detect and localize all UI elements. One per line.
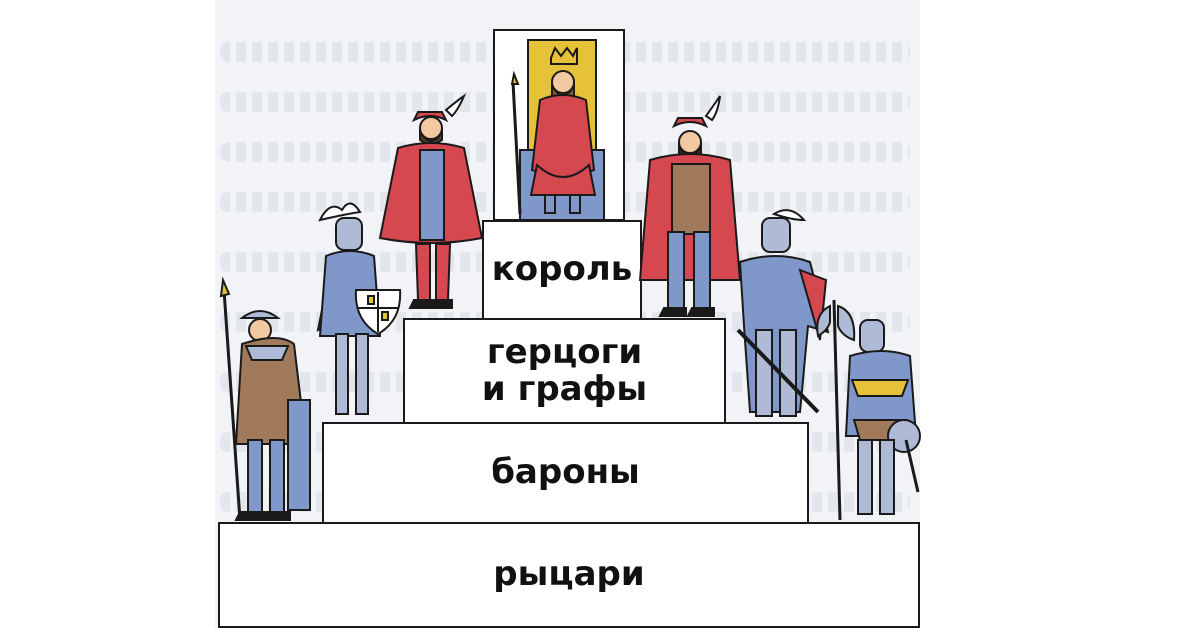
knight-axeman-right-icon: [816, 299, 921, 521]
king-on-throne-icon: [493, 29, 625, 221]
duke-left-icon: [378, 93, 484, 309]
tier-dukes-counts: герцоги и графы: [403, 318, 726, 424]
tier-label-king: король: [491, 249, 633, 290]
tier-label-barons: бароны: [491, 452, 640, 493]
baron-knight-right-icon: [736, 209, 830, 417]
baron-knight-left-icon: [316, 202, 402, 415]
tier-label-dukes-counts: герцоги и графы: [481, 331, 648, 409]
duke-right-icon: [638, 95, 742, 317]
tier-label-knights: рыцари: [493, 554, 645, 595]
knight-spearman-left-icon: [219, 276, 311, 521]
